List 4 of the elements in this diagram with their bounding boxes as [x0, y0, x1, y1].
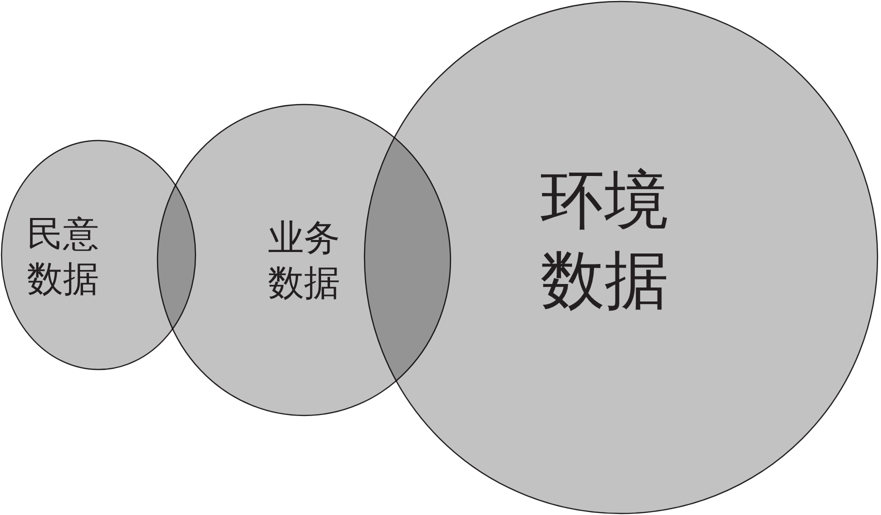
circle-label: 民意数据: [26, 213, 100, 302]
circle-label: 业务数据: [267, 217, 341, 306]
data-circle: [364, 1, 878, 514]
circle-label: 环境数据: [540, 163, 670, 320]
